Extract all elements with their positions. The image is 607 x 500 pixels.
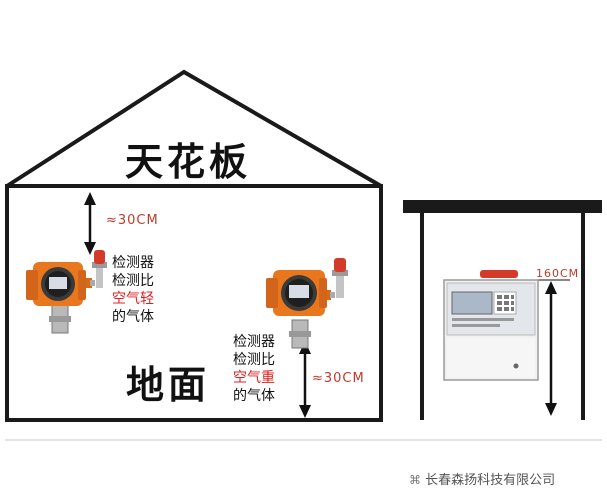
light-gas-note: 检测器 检测比 空气轻 的气体 (112, 254, 154, 326)
heavy-gas-note: 检测器 检测比 空气重 的气体 (233, 333, 275, 405)
bottom-gap-arrow (299, 341, 311, 418)
watermark-icon: ⌘ (409, 473, 421, 487)
heavy-gas-line3: 空气重 (233, 370, 275, 386)
room-ceiling-bar (403, 200, 602, 213)
heavy-gas-line4: 的气体 (233, 388, 275, 404)
roof-outline (5, 69, 383, 188)
watermark-text: 长春森扬科技有限公司 (425, 473, 556, 488)
gas-detector-lower (266, 258, 348, 349)
bottom-gap-label: ≈30CM (312, 371, 365, 386)
heavy-gas-line2: 检测比 (233, 352, 275, 368)
ceiling-label: 天花板 (125, 140, 252, 184)
floor-label: 地面 (126, 363, 211, 407)
heavy-gas-line1: 检测器 (233, 334, 275, 350)
light-gas-line1: 检测器 (112, 255, 154, 271)
watermark: ⌘ 长春森扬科技有限公司 (409, 474, 555, 487)
top-gap-arrow (84, 192, 96, 255)
light-gas-line2: 检测比 (112, 273, 154, 289)
alarm-controller (443, 270, 539, 381)
light-gas-line3: 空气轻 (112, 291, 154, 307)
controller-height-label: 160CM (536, 267, 580, 280)
gas-detector-upper (26, 250, 107, 334)
controller-height-arrow (535, 279, 570, 416)
light-gas-line4: 的气体 (112, 309, 154, 325)
house-wall (5, 184, 383, 422)
top-gap-label: ≈30CM (106, 213, 159, 228)
